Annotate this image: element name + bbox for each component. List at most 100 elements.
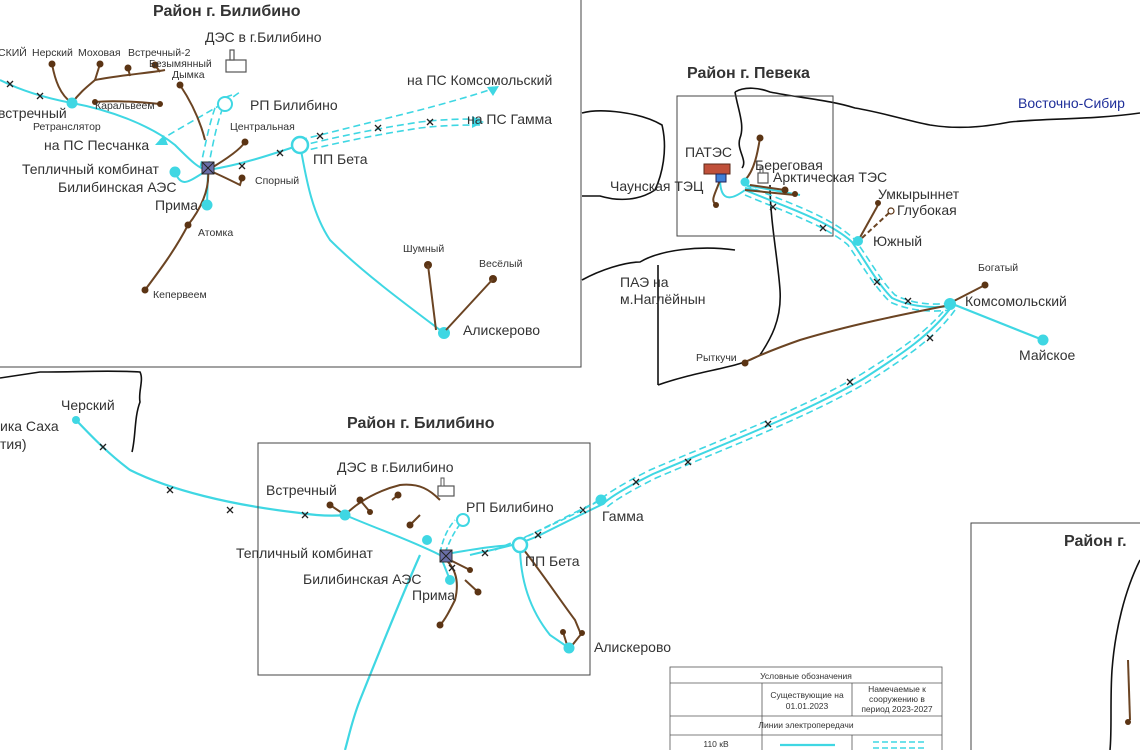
inset-bilibino-top: Район г. Билибино	[0, 0, 582, 368]
cross-marker-icon	[226, 506, 234, 514]
label: Безымянный	[149, 58, 212, 70]
main-35kv-lines	[744, 204, 986, 363]
power-plant-icon	[703, 163, 731, 183]
node-retranslyator	[66, 97, 78, 109]
label: Арктическая ТЭС	[773, 169, 887, 185]
label: Прима	[412, 587, 455, 603]
line-yuzhny-umkyrynnet	[857, 204, 879, 242]
line-komsomolsky-bogaty	[949, 284, 986, 304]
main-labels: Восточно-Сибир Умкырыннет Глубокая Южный…	[0, 95, 1125, 524]
label: Моховая	[78, 47, 121, 59]
label: Центральная	[230, 121, 295, 133]
label-bogaty: Богатый	[978, 262, 1018, 274]
label-gamma: Гамма	[602, 508, 644, 524]
region-label: Восточно-Сибир	[1018, 95, 1125, 111]
power-plant-icon	[225, 49, 247, 73]
legend: Условные обозначения Существующие на 01.…	[669, 666, 943, 750]
legend-col-planned-2: сооружению в	[869, 694, 925, 704]
main-cross-markers	[99, 203, 934, 539]
main-110kv-lines	[75, 301, 1044, 750]
node-pp-beta	[290, 135, 310, 155]
cross-marker-icon	[764, 420, 772, 428]
label: Каральвеем	[95, 100, 155, 112]
inset-right: Район г.	[970, 522, 1140, 750]
inset-pevek: Район г. Певека ПАТЭС Береговая Чаунская…	[610, 65, 887, 237]
node-glubokaya	[887, 207, 895, 215]
node-gamma	[595, 494, 607, 506]
cross-marker-icon	[238, 162, 246, 170]
label: на ПС Гамма	[467, 111, 552, 127]
node-rp-bilibino	[217, 96, 233, 112]
cross-marker-icon	[276, 149, 284, 157]
cross-marker-icon	[301, 511, 309, 519]
label: Алискерово	[594, 639, 671, 655]
label: Шумный	[403, 243, 444, 255]
label: Прима	[155, 197, 198, 213]
label-glubokaya: Глубокая	[897, 202, 957, 218]
label: Дымка	[172, 69, 205, 81]
line-bilibino-south	[343, 554, 422, 750]
node-yuzhny	[853, 236, 863, 246]
arrow-icons	[155, 86, 499, 145]
label: Встречный	[266, 482, 337, 498]
label: Кепервеем	[153, 289, 207, 301]
substation-icon	[201, 161, 215, 175]
label: ДЭС в г.Билибино	[205, 29, 322, 45]
node-bogaty	[981, 281, 989, 289]
label-pae-2: м.Наглёйнын	[620, 291, 706, 307]
label-sakha-2: тия)	[0, 436, 26, 452]
cross-marker-icon	[99, 443, 107, 451]
legend-col-existing: Существующие на	[770, 690, 844, 700]
label: ПАТЭС	[685, 144, 732, 160]
legend-row-110kv: 110 кВ	[703, 739, 729, 749]
line-chersky-vstrechny	[75, 419, 346, 517]
node-mayskoe	[1037, 334, 1049, 346]
label: Билибинская АЭС	[58, 179, 176, 195]
cross-marker-icon	[819, 224, 827, 232]
label: Атомка	[198, 227, 233, 239]
label: Спорный	[255, 175, 299, 187]
label: на ПС Комсомольский	[407, 72, 552, 88]
legend-col-planned-3: период 2023-2027	[861, 704, 933, 714]
label: Береговая	[755, 157, 823, 173]
label: Билибинская АЭС	[303, 571, 421, 587]
inset-title: Район г. Певека	[687, 65, 810, 82]
label-sakha-1: ика Саха	[0, 418, 59, 434]
label: РП Билибино	[250, 97, 338, 113]
substation-icon	[757, 166, 769, 184]
cross-marker-icon	[6, 80, 14, 88]
label: встречный	[0, 105, 67, 121]
cross-marker-icon	[632, 478, 640, 486]
cross-marker-icon	[534, 531, 542, 539]
cross-marker-icon	[426, 118, 434, 126]
label-umkyrynnet: Умкырыннет	[878, 186, 960, 202]
cross-marker-icon	[374, 124, 382, 132]
legend-section: Линии электропередачи	[758, 720, 853, 730]
node-prima	[201, 199, 213, 211]
node-rytkuchi	[741, 359, 749, 367]
inset-title: Район г.	[1064, 533, 1127, 550]
node-chersky	[72, 416, 80, 424]
label-komsomolsky: Комсомольский	[965, 293, 1067, 309]
label: ПП Бета	[525, 553, 580, 569]
cross-marker-icon	[684, 458, 692, 466]
label: Нерский	[32, 47, 73, 59]
node-umkyrynnet	[875, 200, 881, 206]
node-teplichny	[169, 166, 181, 178]
cross-marker-icon	[166, 486, 174, 494]
substation-icon	[439, 549, 453, 563]
label: Ретранслятор	[33, 121, 101, 133]
cross-marker-icon	[904, 297, 912, 305]
label: СКИЙ	[0, 46, 27, 59]
label: ПП Бета	[313, 151, 368, 167]
label-mayskoe: Майское	[1019, 347, 1075, 363]
label: Чаунская ТЭЦ	[610, 178, 704, 194]
cross-marker-icon	[316, 132, 324, 140]
label: Тепличный комбинат	[236, 545, 374, 561]
cross-marker-icon	[846, 378, 854, 386]
node-komsomolsky	[944, 298, 956, 310]
label: Алискерово	[463, 322, 540, 338]
inset-bilibino-bottom: Район г. Билибино	[236, 415, 671, 676]
label: Весёлый	[479, 258, 523, 270]
